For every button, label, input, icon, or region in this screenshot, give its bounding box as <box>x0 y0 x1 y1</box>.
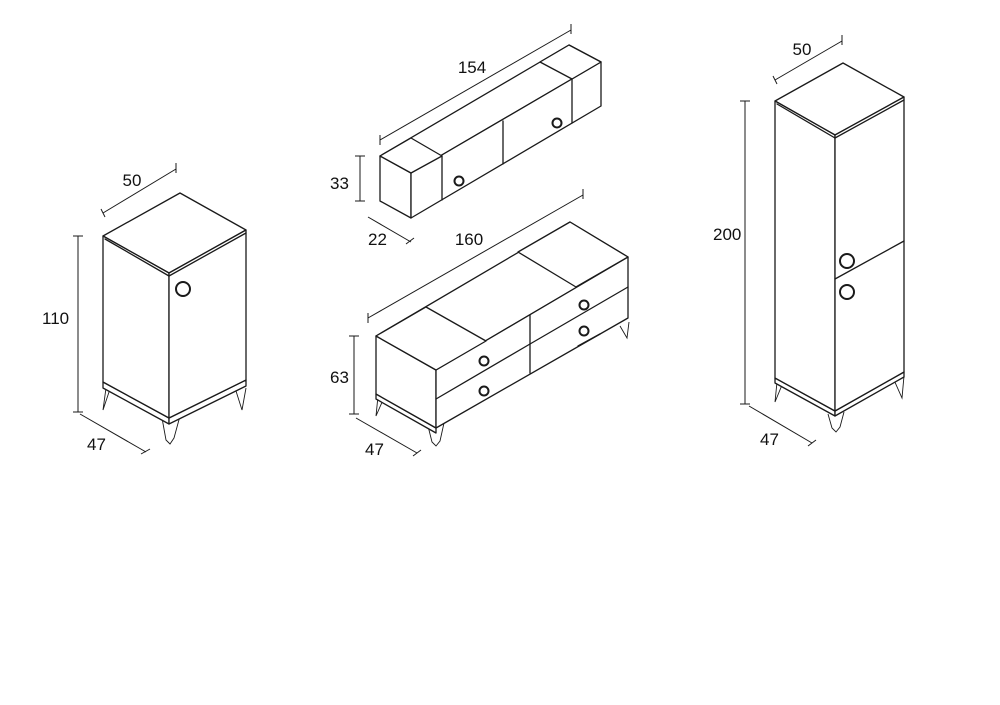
small-cabinet-width-line <box>102 168 177 214</box>
dim-tick <box>412 449 422 457</box>
tv-unit-depth-label: 47 <box>365 440 384 459</box>
wall-shelf-door-knob <box>453 175 465 187</box>
wall-shelf-depth-line <box>367 216 412 243</box>
wall-shelf-front <box>410 61 602 219</box>
small-cabinet-top-edge <box>104 238 170 277</box>
wall-shelf-width-line <box>379 29 572 141</box>
small-cabinet-leg <box>102 387 111 411</box>
tall-cabinet-depth-label: 47 <box>760 430 779 449</box>
tv-unit-leg <box>375 395 384 417</box>
small-cabinet-width-label: 50 <box>123 171 142 190</box>
tv-unit-drawer-shadow <box>577 333 601 347</box>
wall-shelf-width-label: 154 <box>458 58 486 77</box>
tall-cabinet-height-label: 200 <box>713 225 741 244</box>
small-cabinet-door <box>168 229 247 419</box>
dim-tick <box>405 237 415 245</box>
tv-unit-leg <box>619 321 630 340</box>
tv-unit-height-label: 63 <box>330 368 349 387</box>
tall-cabinet-top-edge <box>776 103 836 139</box>
tall-cabinet-door-split <box>834 240 905 280</box>
wall-shelf-depth-label: 22 <box>368 230 387 249</box>
tall-cabinet-width-line <box>774 40 843 81</box>
tv-unit-leg <box>427 422 445 447</box>
small-cabinet-depth-label: 47 <box>87 435 106 454</box>
wall-shelf-block-right <box>539 44 602 80</box>
dim-tick <box>140 448 151 455</box>
small-cabinet-height-label: 110 <box>42 309 69 328</box>
tv-unit-drawer-divider <box>529 286 629 345</box>
tall-cabinet-depth-line <box>748 405 813 444</box>
tv-unit-drawer-divider <box>435 343 531 400</box>
wall-shelf: 154 33 22 <box>330 24 602 249</box>
tv-unit-top-block-left <box>375 306 487 371</box>
tv-unit-drawer-knob <box>578 325 590 337</box>
wall-shelf-door-knob <box>551 117 563 129</box>
small-cabinet-door-knob <box>175 281 191 297</box>
tv-unit-drawer-knob <box>578 299 590 311</box>
tall-cabinet-width-label: 50 <box>793 40 812 59</box>
tv-unit: 160 63 47 <box>330 189 630 459</box>
tv-unit-top-block-right <box>517 221 629 288</box>
tall-cabinet-side <box>774 100 836 412</box>
small-cabinet-leg <box>161 415 181 445</box>
wall-shelf-height-label: 33 <box>330 174 349 193</box>
small-cabinet: 50 110 47 <box>42 163 247 455</box>
tall-cabinet: 50 200 47 <box>713 35 905 449</box>
dim-tick <box>807 439 817 447</box>
tall-cabinet-leg <box>774 381 783 403</box>
tall-cabinet-front <box>834 96 905 412</box>
tall-cabinet-door-knob <box>839 284 855 300</box>
dim-tick <box>772 75 778 85</box>
tall-cabinet-leg <box>893 375 905 400</box>
tall-cabinet-top-edge <box>834 99 905 139</box>
tv-unit-width-line <box>367 194 584 319</box>
tall-cabinet-door-knob <box>839 253 855 269</box>
tall-cabinet-leg <box>827 411 845 433</box>
tv-unit-width-label: 160 <box>455 230 483 249</box>
dim-tick <box>100 208 106 218</box>
small-cabinet-top-edge <box>168 232 247 277</box>
small-cabinet-leg <box>235 387 247 411</box>
tv-unit-drawer-knob <box>478 385 490 397</box>
small-cabinet-depth-line <box>79 413 147 453</box>
tv-unit-depth-line <box>355 417 418 454</box>
tv-unit-drawer-knob <box>478 355 490 367</box>
